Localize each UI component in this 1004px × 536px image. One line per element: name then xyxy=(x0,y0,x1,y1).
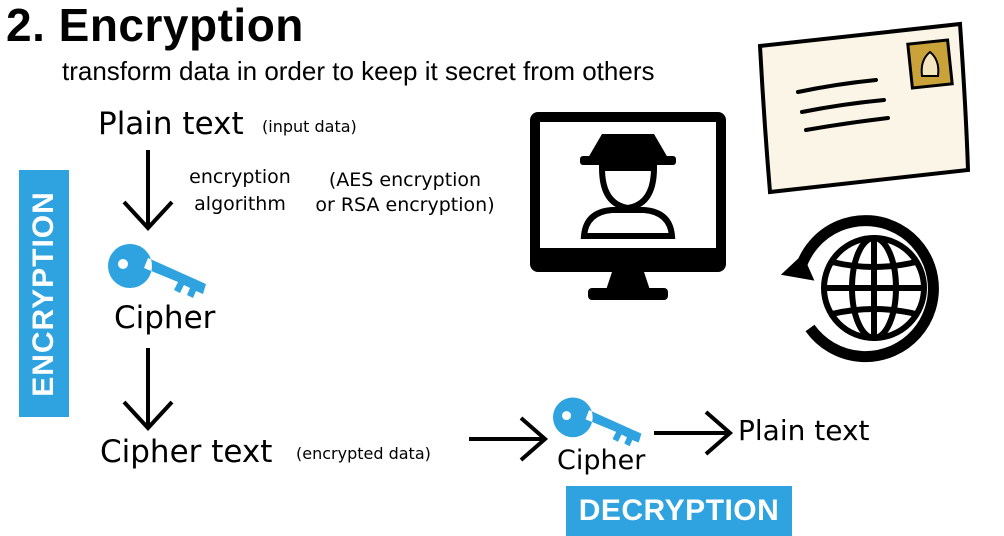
key-icon xyxy=(108,244,206,298)
globe-refresh-icon xyxy=(780,215,939,363)
arrow-down-icon xyxy=(122,150,174,231)
page-subtitle: transform data in order to keep it secre… xyxy=(62,56,655,86)
decryption-banner: DECRYPTION xyxy=(566,486,792,536)
arrow-right-icon xyxy=(654,410,734,456)
page-title: 2. Encryption xyxy=(6,0,304,51)
plain-text-label: Plain text xyxy=(98,106,244,142)
envelope-icon xyxy=(757,21,971,195)
algorithm-label-line1: encryption xyxy=(189,166,291,188)
algorithm-example-line2: or RSA encryption) xyxy=(315,194,495,216)
key-icon xyxy=(553,397,642,447)
arrow-right-icon xyxy=(469,416,549,462)
encryption-banner-label: ENCRYPTION xyxy=(27,190,60,397)
decrypted-plain-text-label: Plain text xyxy=(738,414,870,447)
cipher-label: Cipher xyxy=(114,300,216,336)
encryption-banner: ENCRYPTION xyxy=(19,170,69,417)
hacker-monitor-icon xyxy=(530,112,726,300)
arrow-down-icon xyxy=(122,348,174,431)
algorithm-label-line2: algorithm xyxy=(194,193,286,215)
cipher-text-label: Cipher text xyxy=(100,434,273,470)
decryption-cipher-label: Cipher xyxy=(557,445,646,476)
algorithm-example-line1: (AES encryption xyxy=(328,169,482,191)
encrypted-data-note: (encrypted data) xyxy=(296,444,431,463)
input-data-note: (input data) xyxy=(262,117,357,136)
